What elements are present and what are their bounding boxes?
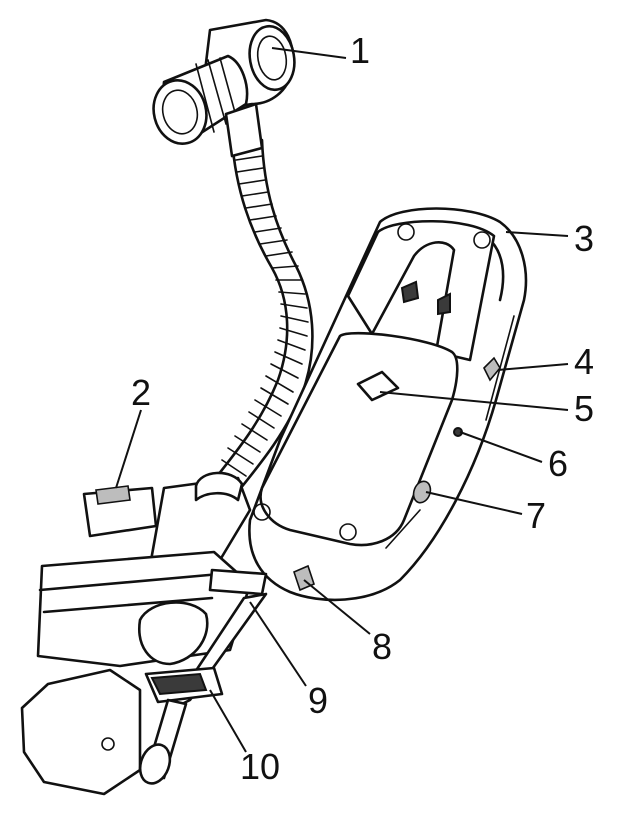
callout-6: 6	[548, 443, 568, 484]
leader-lines	[115, 47, 569, 753]
callout-labels: 1 2 3 4 5 6 7 8 9 10	[131, 30, 594, 787]
callout-2: 2	[131, 372, 151, 413]
callout-7: 7	[526, 495, 546, 536]
callout-5: 5	[574, 388, 594, 429]
bodypack-transmitter	[248, 207, 528, 602]
microphone-head	[152, 18, 296, 158]
callout-9: 9	[308, 680, 328, 721]
callout-4: 4	[574, 341, 594, 382]
drum-clamp	[20, 471, 268, 796]
callout-1: 1	[350, 30, 370, 71]
callout-8: 8	[372, 626, 392, 667]
callout-3: 3	[574, 218, 594, 259]
callout-10: 10	[240, 746, 280, 787]
